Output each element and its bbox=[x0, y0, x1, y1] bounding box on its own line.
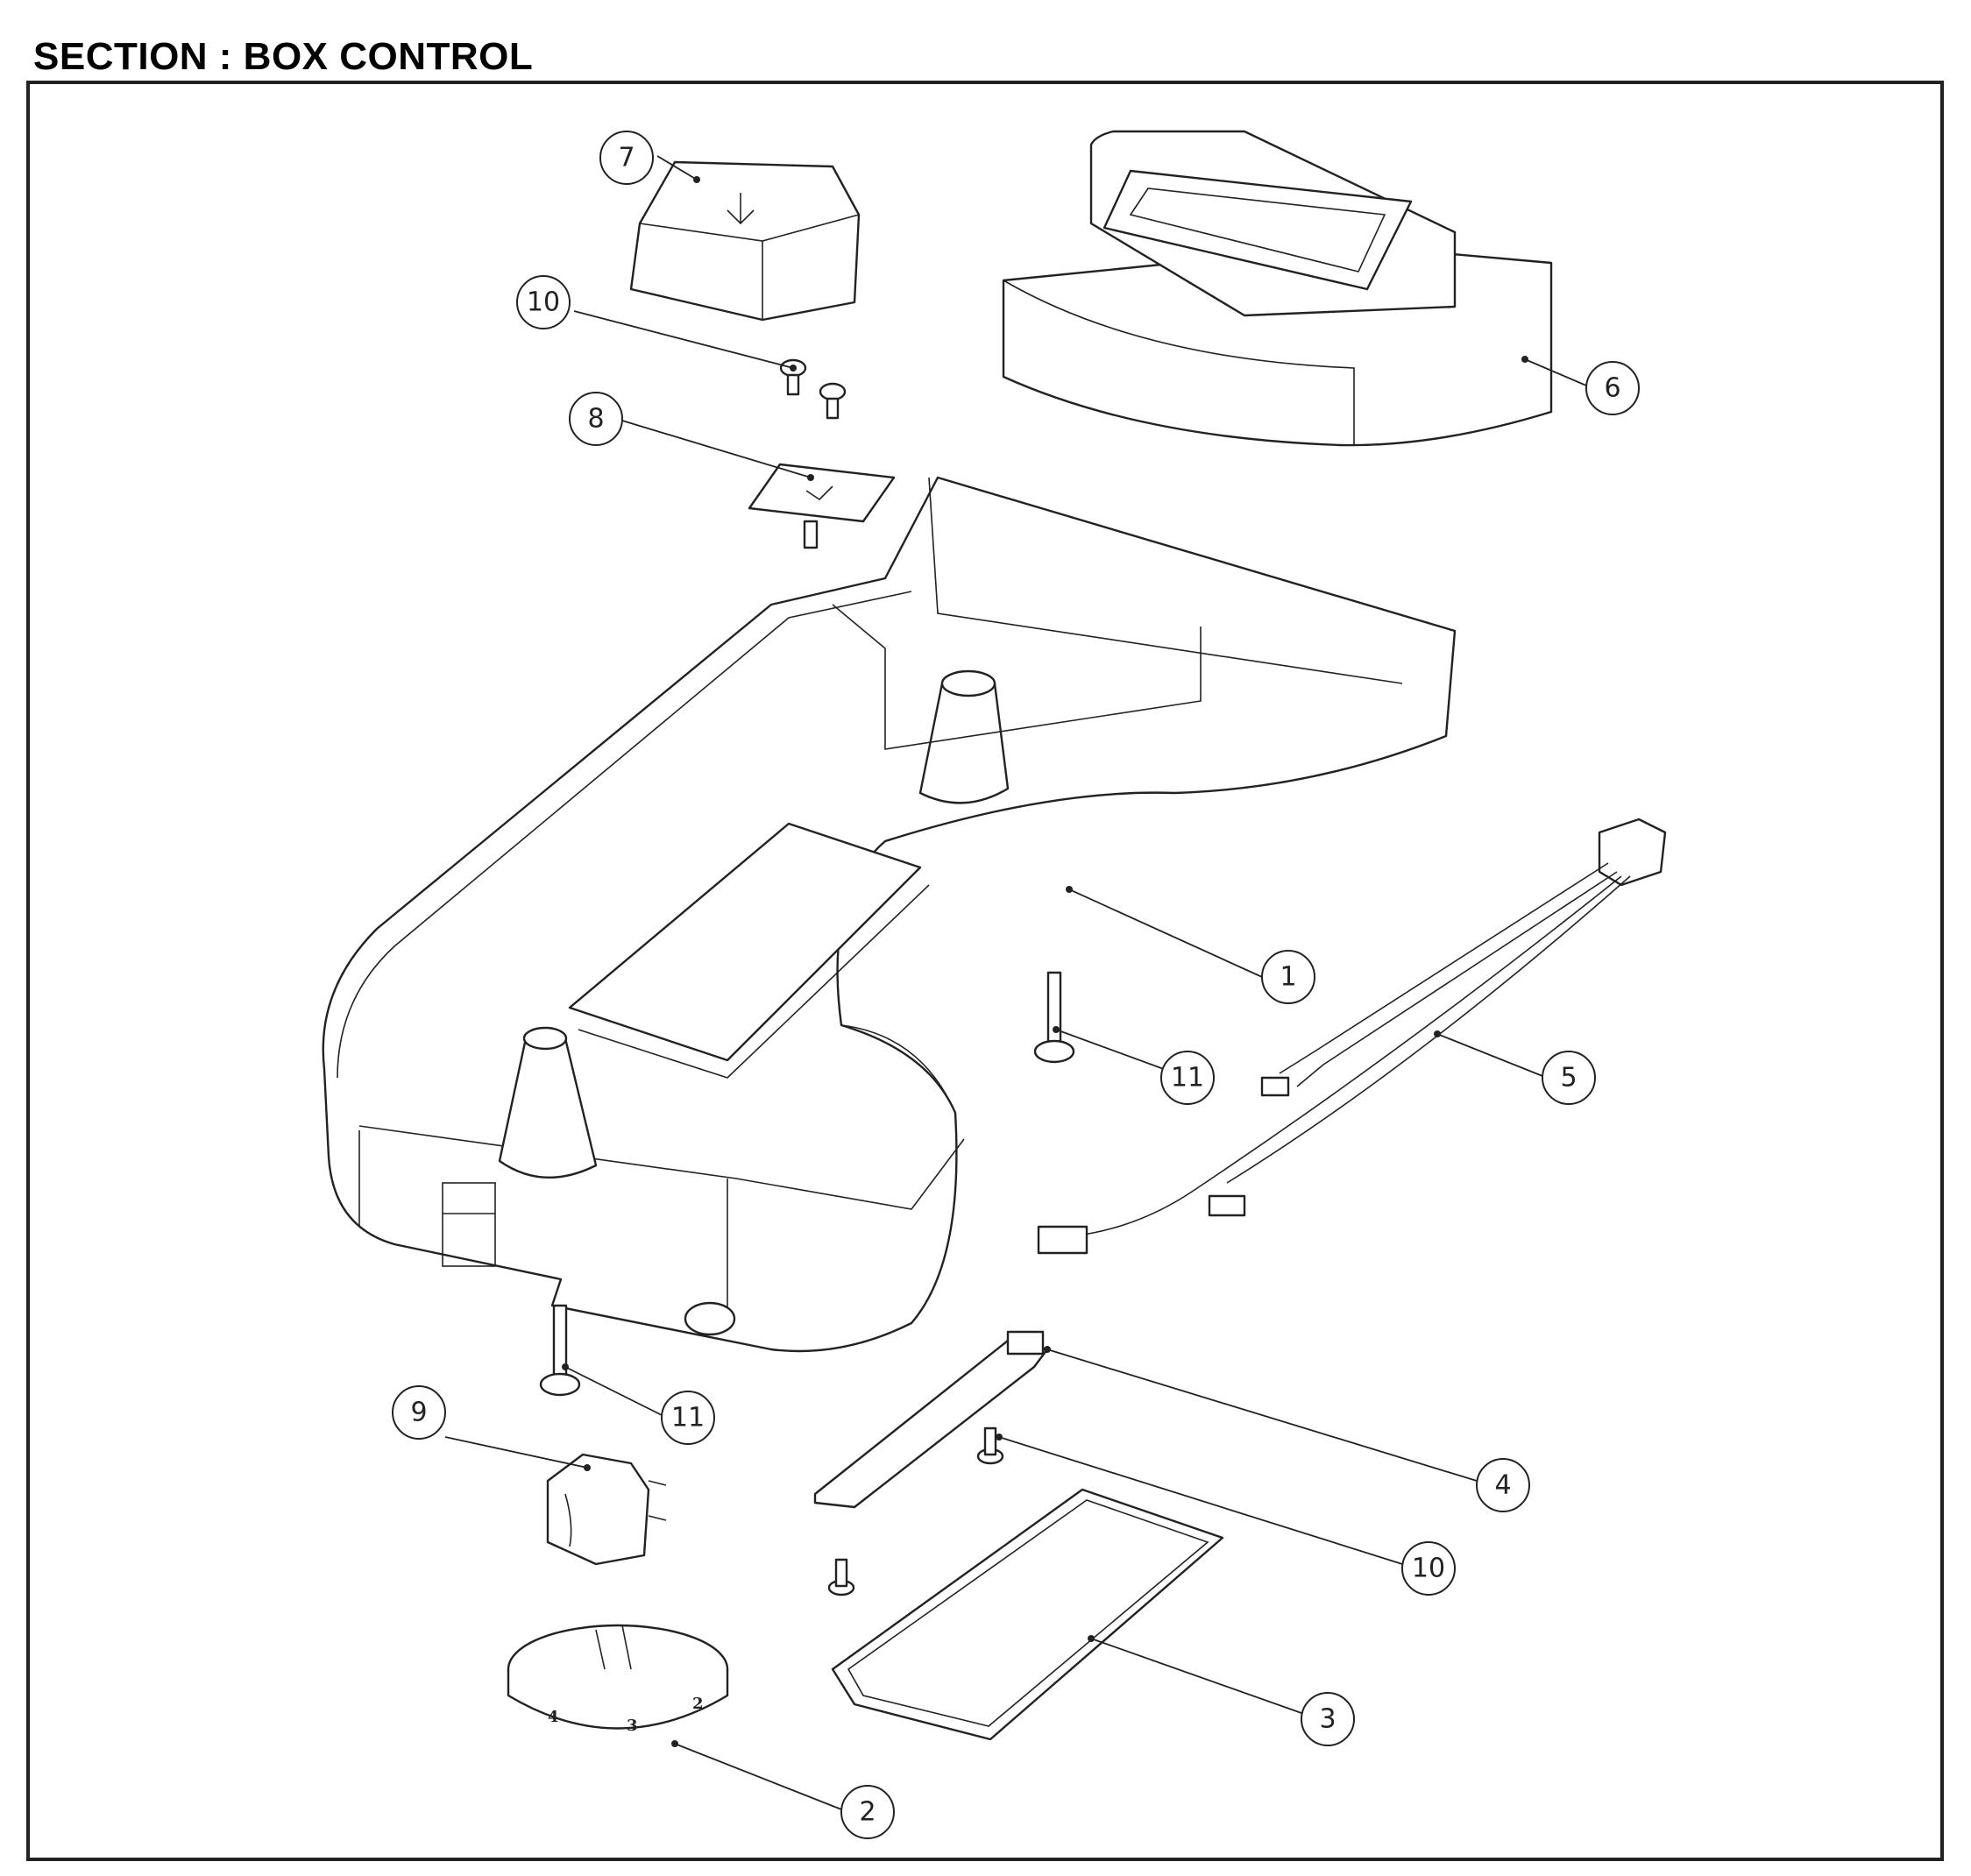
svg-text:9: 9 bbox=[410, 1398, 427, 1428]
svg-text:8: 8 bbox=[587, 404, 604, 435]
part-9-switch bbox=[546, 1453, 667, 1566]
dial-number-4: 4 bbox=[548, 1708, 559, 1726]
dial-number-2: 2 bbox=[692, 1695, 704, 1713]
part-4-strip bbox=[813, 1330, 1049, 1509]
svg-text:11: 11 bbox=[671, 1403, 705, 1434]
part-5-wire-harness bbox=[1037, 818, 1667, 1255]
svg-text:10: 10 bbox=[527, 287, 560, 318]
callout-6: 6 bbox=[1585, 361, 1640, 415]
part-1-main-housing bbox=[322, 476, 1457, 1353]
svg-text:7: 7 bbox=[618, 143, 635, 173]
part-10-screws-bottom bbox=[827, 1426, 1004, 1596]
callout-7: 7 bbox=[599, 131, 654, 185]
callout-1: 1 bbox=[1261, 950, 1315, 1004]
callout-5: 5 bbox=[1542, 1051, 1596, 1105]
part-2-dial-ring: 4 3 2 bbox=[507, 1624, 729, 1735]
part-8-board bbox=[748, 463, 896, 549]
part-3-bottom-cover bbox=[831, 1488, 1224, 1741]
callout-11-lower: 11 bbox=[661, 1391, 715, 1445]
svg-text:5: 5 bbox=[1560, 1063, 1577, 1094]
part-11-screw-upper bbox=[1033, 971, 1075, 1064]
svg-text:2: 2 bbox=[859, 1797, 876, 1828]
svg-text:10: 10 bbox=[1412, 1554, 1445, 1584]
svg-text:11: 11 bbox=[1171, 1063, 1204, 1094]
svg-text:4: 4 bbox=[1494, 1470, 1511, 1501]
svg-text:3: 3 bbox=[1319, 1704, 1336, 1735]
callout-8: 8 bbox=[569, 392, 623, 446]
callout-9: 9 bbox=[392, 1385, 446, 1440]
callout-4: 4 bbox=[1476, 1458, 1530, 1512]
callout-10-bottom: 10 bbox=[1401, 1541, 1456, 1596]
svg-text:1: 1 bbox=[1280, 962, 1296, 993]
callout-10-top: 10 bbox=[516, 275, 571, 329]
part-6-lid bbox=[1002, 130, 1553, 447]
svg-text:6: 6 bbox=[1604, 373, 1620, 404]
leader-lines bbox=[444, 155, 1587, 1810]
part-7-cover bbox=[629, 160, 861, 322]
part-11-screw-lower bbox=[539, 1304, 581, 1397]
section-title: SECTION : BOX CONTROL bbox=[33, 35, 534, 78]
diagram-frame bbox=[26, 81, 1944, 1861]
dial-number-3: 3 bbox=[627, 1717, 638, 1735]
callout-11-upper: 11 bbox=[1160, 1051, 1215, 1105]
callout-3: 3 bbox=[1301, 1692, 1355, 1746]
callout-2: 2 bbox=[840, 1785, 895, 1839]
